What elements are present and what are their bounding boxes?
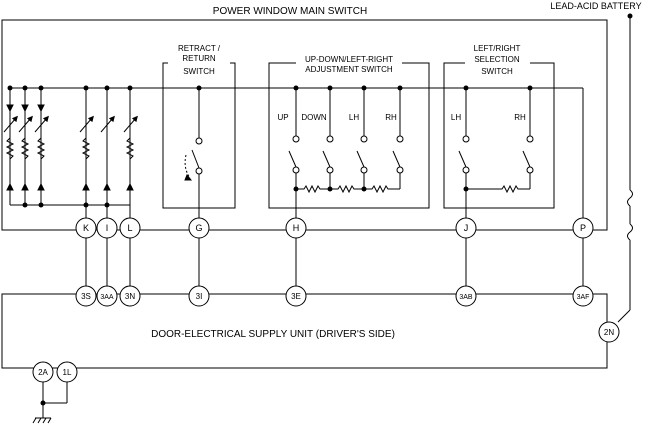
terminal-g-label: G bbox=[195, 223, 202, 233]
select-label-2: SELECTION bbox=[474, 55, 520, 64]
adjust-lh-label: LH bbox=[349, 113, 359, 122]
terminal-3e-label: 3E bbox=[291, 292, 301, 301]
supply-unit-terminals: 3S 3AA 3N 3I 3E 3AB 3AF bbox=[75, 285, 594, 307]
battery-terminal-dot bbox=[627, 13, 633, 19]
sensor-network bbox=[3, 88, 138, 218]
terminal-3ab: 3AB bbox=[455, 285, 477, 307]
terminal-3i-label: 3I bbox=[196, 292, 203, 301]
terminal-3s: 3S bbox=[75, 285, 97, 307]
terminal-3i: 3I bbox=[188, 285, 210, 307]
main-switch-terminals: K I L G H J P bbox=[75, 217, 594, 286]
supply-unit-title: DOOR-ELECTRICAL SUPPLY UNIT (DRIVER'S SI… bbox=[151, 329, 395, 340]
terminal-3n: 3N bbox=[119, 285, 141, 307]
terminal-3aa: 3AA bbox=[96, 285, 118, 307]
terminal-1l: 1L bbox=[56, 361, 78, 383]
terminal-1l-label: 1L bbox=[63, 368, 72, 377]
selection-switch-box: LEFT/RIGHT SELECTION SWITCH bbox=[443, 44, 555, 209]
retract-label-2: RETURN bbox=[182, 54, 216, 63]
adjustment-switch-box: UP-DOWN/LEFT-RIGHT ADJUSTMENT SWITCH bbox=[268, 55, 430, 209]
main-switch-title: POWER WINDOW MAIN SWITCH bbox=[213, 6, 367, 17]
terminal-j-label: J bbox=[464, 223, 469, 233]
terminal-k: K bbox=[75, 217, 97, 239]
select-rh-label: RH bbox=[514, 113, 526, 122]
retract-label-3: SWITCH bbox=[183, 67, 215, 76]
terminal-3e: 3E bbox=[285, 285, 307, 307]
terminal-3af: 3AF bbox=[572, 285, 594, 307]
terminal-l: L bbox=[119, 217, 141, 239]
terminal-l-label: L bbox=[127, 223, 132, 233]
adjust-rh-label: RH bbox=[385, 113, 397, 122]
terminal-p: P bbox=[572, 217, 594, 239]
terminal-3s-label: 3S bbox=[81, 292, 91, 301]
terminal-2a-label: 2A bbox=[38, 368, 48, 377]
select-label-3: SWITCH bbox=[481, 67, 513, 76]
retract-label-1: RETRACT / bbox=[178, 44, 221, 53]
terminal-p-label: P bbox=[580, 223, 586, 233]
retract-switch bbox=[184, 88, 203, 218]
terminal-i: I bbox=[96, 217, 118, 239]
battery-wire bbox=[617, 16, 633, 323]
terminal-g: G bbox=[188, 217, 210, 239]
adjust-up-label: UP bbox=[277, 113, 288, 122]
selection-switch-group: LH RH bbox=[451, 88, 534, 218]
ground-icon bbox=[32, 417, 52, 424]
terminal-3ab-label: 3AB bbox=[459, 294, 473, 301]
terminal-3af-label: 3AF bbox=[577, 294, 590, 301]
terminal-2n: 2N bbox=[598, 321, 620, 343]
terminal-j: J bbox=[455, 217, 477, 239]
ground-wire bbox=[42, 382, 68, 418]
adjust-label-2: ADJUSTMENT SWITCH bbox=[305, 65, 393, 74]
terminal-h-label: H bbox=[293, 223, 300, 233]
terminal-3n-label: 3N bbox=[125, 292, 135, 301]
battery-label: LEAD-ACID BATTERY bbox=[550, 1, 641, 11]
terminal-h: H bbox=[285, 217, 307, 239]
terminal-2a: 2A bbox=[32, 361, 54, 383]
terminal-3aa-label: 3AA bbox=[100, 294, 114, 301]
terminal-k-label: K bbox=[83, 223, 89, 233]
select-lh-label: LH bbox=[451, 113, 461, 122]
terminal-2n-label: 2N bbox=[604, 328, 614, 337]
adjust-down-label: DOWN bbox=[301, 113, 327, 122]
adjustment-switch-group: UP DOWN LH RH bbox=[277, 88, 404, 218]
select-label-1: LEFT/RIGHT bbox=[474, 44, 521, 53]
adjust-label-1: UP-DOWN/LEFT-RIGHT bbox=[305, 55, 393, 64]
terminal-i-label: I bbox=[106, 223, 109, 233]
ground-junction-dot bbox=[40, 400, 46, 406]
